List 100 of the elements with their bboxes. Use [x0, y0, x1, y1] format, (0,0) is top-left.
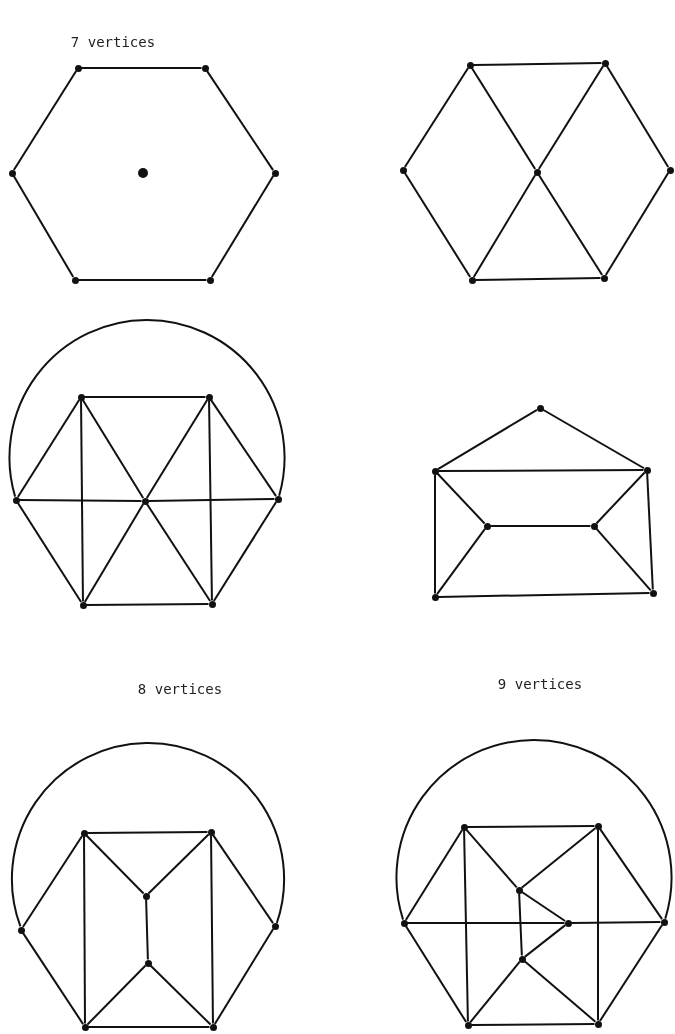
graph-edge: [210, 834, 214, 1025]
graph-vertex: [464, 1021, 472, 1029]
graph-vertex: [594, 822, 602, 830]
graph-edge: [437, 592, 651, 598]
graph-edge: [21, 931, 85, 1026]
graph-vertex: [483, 522, 491, 530]
graph-edge: [406, 922, 566, 924]
graph-edge: [87, 1026, 211, 1028]
graph-edge: [595, 527, 652, 592]
graph-edge: [523, 924, 567, 958]
graph-edge: [437, 408, 538, 471]
graph-edge: [147, 833, 210, 895]
graph-edge: [437, 469, 645, 472]
graph-edge: [646, 472, 654, 591]
graph-vertex: [141, 497, 149, 505]
graph-edge: [145, 898, 149, 961]
graph-vertex: [77, 393, 85, 401]
graph-vertex: [590, 522, 598, 530]
graph-edge: [436, 472, 486, 525]
graph-edge: [83, 835, 86, 1025]
graph-edge: [466, 825, 596, 828]
graph-edge: [470, 1023, 596, 1026]
graph-edge: [83, 396, 207, 398]
graph-edge: [520, 890, 567, 923]
graph-edge: [604, 172, 670, 276]
graph-vertex: [600, 274, 608, 282]
graph-edge: [18, 499, 143, 502]
section-heading: 7 vertices: [70, 34, 156, 50]
graph-edge: [80, 399, 84, 603]
graph-vertex: [208, 600, 216, 608]
graph-vertex: [431, 593, 439, 601]
graph-vertex: [80, 829, 88, 837]
graph-edge: [210, 175, 275, 278]
graph-vertex: [666, 166, 674, 174]
graph-vertex: [399, 166, 407, 174]
graph-vertex: [8, 169, 16, 177]
graph-vertex: [274, 495, 282, 503]
graph-edge: [570, 921, 662, 924]
graph-edge: [434, 473, 436, 595]
graph-edge: [403, 171, 472, 279]
graph-vertex: [12, 496, 20, 504]
graph-edge: [147, 498, 276, 502]
graph-vertex: [431, 467, 439, 475]
graph-vertex: [643, 466, 651, 474]
graph-edge: [16, 501, 83, 604]
graph-vertex: [74, 64, 82, 72]
section-heading: 8 vertices: [137, 681, 223, 697]
graph-edge: [16, 398, 81, 499]
graph-edge: [404, 924, 468, 1024]
graph-edge: [85, 603, 210, 606]
graph-edge: [472, 174, 537, 278]
graph-edge: [21, 834, 84, 929]
graph-edge: [208, 399, 213, 602]
graph-vertex: [400, 919, 408, 927]
graph-edge: [77, 279, 208, 281]
graph-edge: [436, 527, 486, 596]
graph-edge: [81, 399, 145, 499]
graph-vertex: [271, 922, 279, 930]
graph-edge: [213, 928, 275, 1025]
graph-vertex: [564, 919, 572, 927]
graph-edge: [80, 67, 203, 69]
arc-edge: [10, 742, 285, 928]
graph-edge: [518, 892, 523, 957]
graph-vertex: [460, 823, 468, 831]
graph-vertex: [594, 1020, 602, 1028]
graph-edge: [463, 829, 469, 1023]
graph-edge: [599, 827, 663, 921]
graph-edge: [523, 960, 597, 1023]
graph-vertex: [142, 892, 150, 900]
graph-edge: [12, 69, 78, 172]
arc-edge: [8, 319, 286, 498]
graph-edge: [597, 828, 599, 1022]
graph-edge: [489, 525, 592, 527]
graph-vertex: [81, 1023, 89, 1031]
graph-vertex: [649, 589, 657, 597]
graph-vertex: [17, 926, 25, 934]
graph-vertex: [144, 959, 152, 967]
graph-vertex: [201, 64, 209, 72]
graph-edge: [598, 923, 664, 1023]
graph-edge: [605, 65, 670, 168]
graph-edge: [85, 834, 145, 895]
graph-vertex: [518, 955, 526, 963]
graph-edge: [212, 500, 278, 603]
section-heading: 9 vertices: [497, 676, 583, 692]
graph-edge: [474, 277, 602, 281]
graph-vertex: [271, 169, 279, 177]
graph-vertex: [536, 404, 544, 412]
arc-edge: [395, 739, 673, 921]
graph-vertex: [206, 276, 214, 284]
graph-vertex: [71, 276, 79, 284]
graph-edge: [465, 828, 518, 889]
graph-edge: [149, 964, 212, 1026]
graph-vertex: [468, 276, 476, 284]
graph-vertex: [205, 393, 213, 401]
graph-edge: [595, 471, 646, 525]
graph-vertex: [660, 918, 668, 926]
graph-edge: [470, 66, 537, 171]
graph-edge: [211, 833, 275, 925]
graph-edge: [86, 831, 209, 834]
graph-edge: [537, 173, 604, 277]
